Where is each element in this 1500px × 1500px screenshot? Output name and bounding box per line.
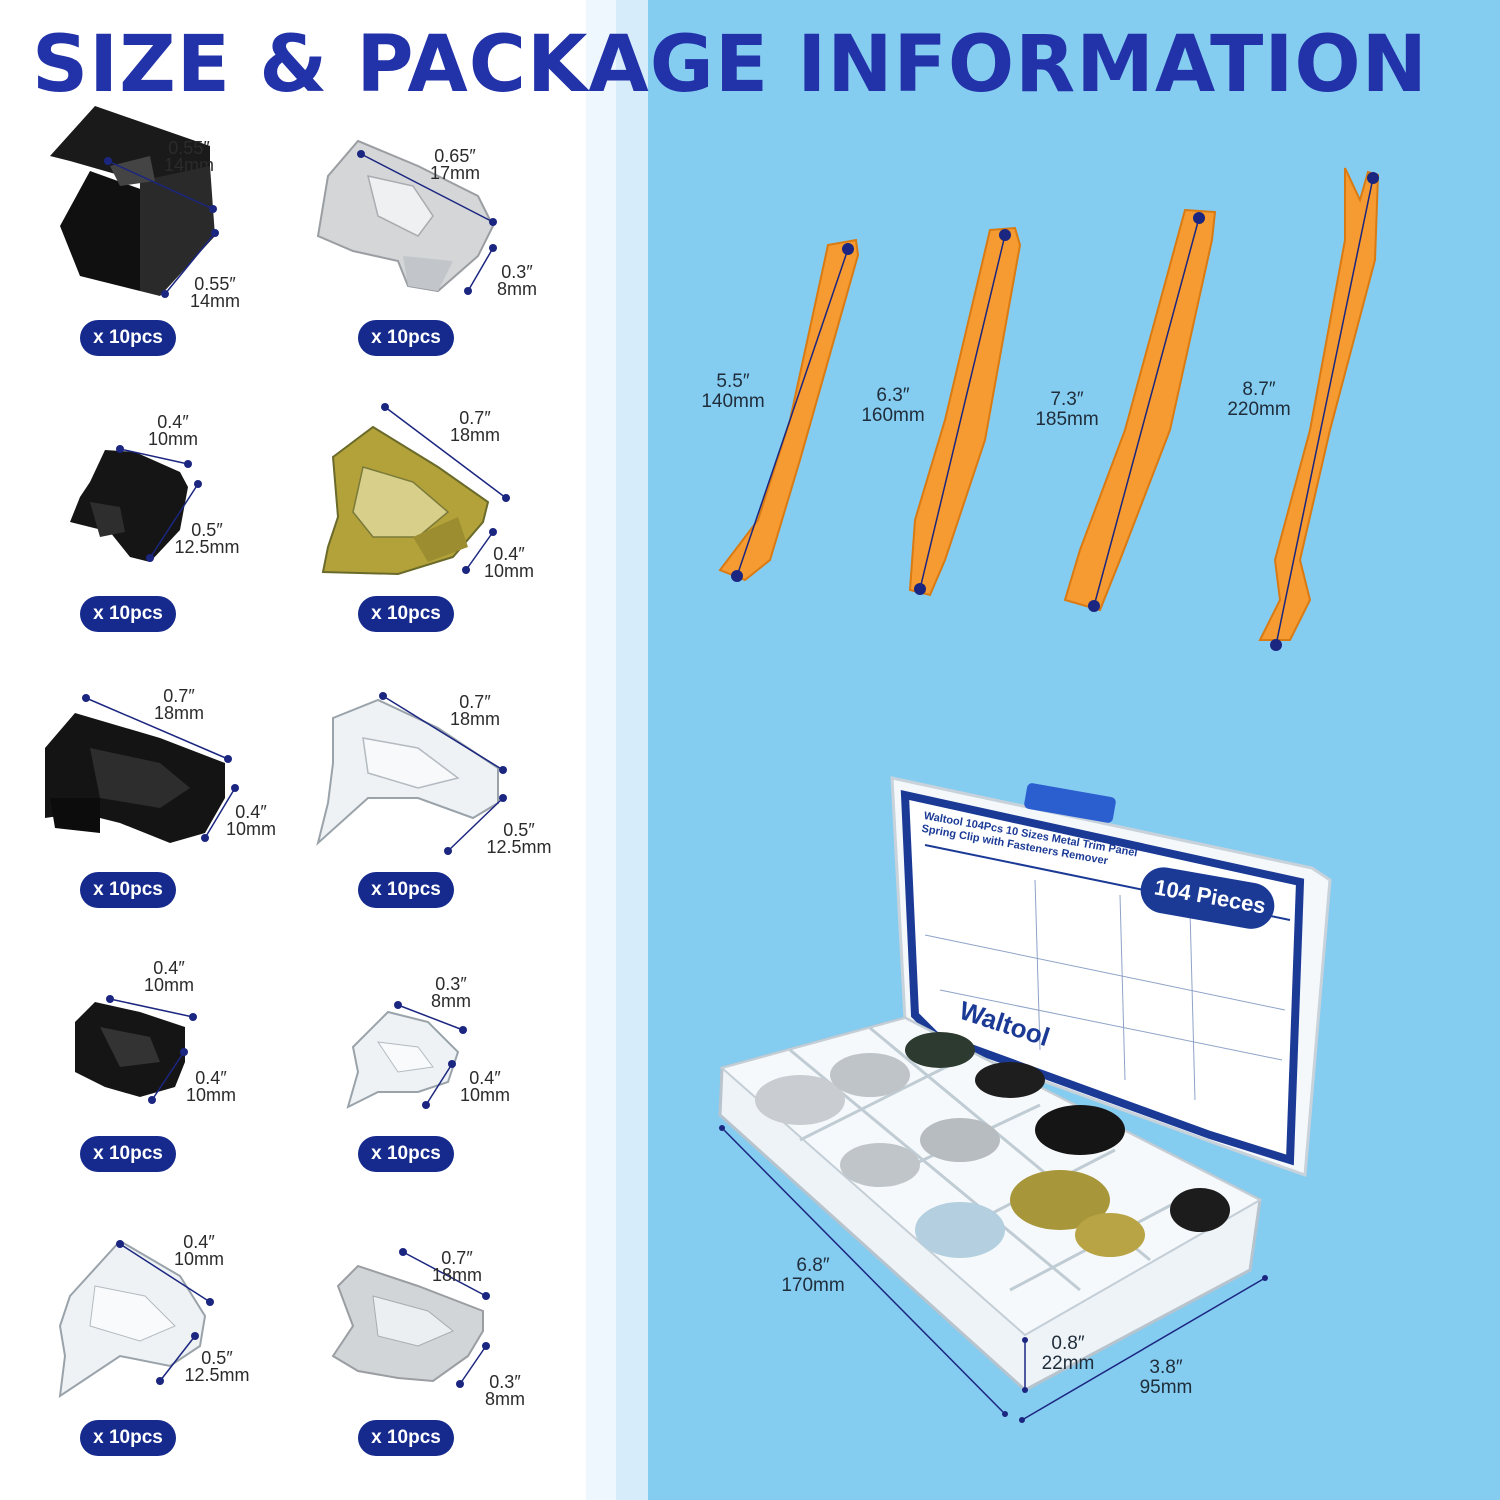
quantity-badge: x 10pcs	[358, 596, 454, 632]
dimension-label-height: 0.4″10mm	[459, 1068, 510, 1105]
tool-length-label: 7.3″185mm	[1035, 389, 1099, 430]
box-length-label: 6.8″170mm	[781, 1255, 845, 1296]
black-spring-clip-image	[45, 694, 239, 843]
dimension-label-width: 0.7″18mm	[449, 692, 500, 729]
clip-item: 0.4″10mm 0.5″12.5mm x 10pcs	[58, 1186, 330, 1456]
black-spring-clip-image	[50, 106, 219, 298]
trim-tool-2	[908, 226, 1022, 597]
dimension-label-height: 0.4″10mm	[225, 802, 276, 839]
dimension-label-height: 0.3″8mm	[485, 1372, 525, 1409]
page-title: SIZE & PACKAGE INFORMATION	[32, 20, 1428, 110]
dimension-label-width: 0.4″10mm	[147, 412, 198, 449]
quantity-badge: x 10pcs	[80, 1420, 176, 1456]
quantity-badge: x 10pcs	[80, 1136, 176, 1172]
box-width-label: 3.8″95mm	[1139, 1357, 1193, 1398]
clip-item: 0.7″18mm 0.4″10mm x 10pcs	[45, 638, 330, 908]
clear-spring-clip-image	[58, 1239, 214, 1399]
dimension-label-width: 0.55″14mm	[163, 138, 214, 175]
clear-spring-clip-image	[316, 692, 507, 855]
dimension-label-height: 0.5″12.5mm	[486, 820, 552, 857]
dimension-label-width: 0.7″18mm	[449, 408, 500, 445]
dimension-label-height: 0.4″10mm	[185, 1068, 236, 1105]
dimension-label-height: 0.5″12.5mm	[184, 1348, 250, 1385]
trim-tool-4	[1258, 167, 1380, 651]
quantity-badge: x 10pcs	[358, 320, 454, 356]
quantity-badge: x 10pcs	[80, 872, 176, 908]
trim-tools-illustration	[718, 167, 1380, 651]
box-height-label: 0.8″22mm	[1041, 1333, 1095, 1374]
tool-length-label: 5.5″140mm	[701, 371, 765, 412]
quantity-badge: x 10pcs	[358, 1420, 454, 1456]
clip-item: 0.55″14mm 0.55″14mm x 10pcs	[50, 86, 330, 356]
dimension-label-width: 0.4″10mm	[173, 1232, 224, 1269]
tool-length-label: 8.7″220mm	[1227, 379, 1291, 420]
dimension-label-height: 0.4″10mm	[483, 544, 534, 581]
trim-tool-3	[1063, 208, 1217, 612]
quantity-badge: x 10pcs	[358, 872, 454, 908]
clear-spring-clip-image	[346, 1001, 467, 1109]
dimension-label-width: 0.4″10mm	[143, 958, 194, 995]
clip-item: 0.7″18mm 0.3″8mm x 10pcs	[331, 1186, 608, 1456]
background-stripe	[616, 0, 648, 1500]
dimension-label-width: 0.65″17mm	[429, 146, 480, 183]
trim-tool-1	[718, 238, 860, 582]
dimension-label-width: 0.7″18mm	[431, 1248, 482, 1285]
black-spring-clip-image	[70, 445, 202, 562]
yellow-zinc-spring-clip-image	[321, 403, 510, 576]
dimension-label-width: 0.3″8mm	[431, 974, 471, 1011]
clip-item: 0.65″17mm 0.3″8mm x 10pcs	[316, 86, 608, 356]
clip-item: 0.7″18mm 0.5″12.5mm x 10pcs	[316, 638, 608, 908]
quantity-badge: x 10pcs	[80, 320, 176, 356]
silver-spring-clip-image	[331, 1248, 490, 1388]
silver-spring-clip-image	[316, 139, 497, 295]
background-stripe	[586, 0, 616, 1500]
dimension-label-height: 0.55″14mm	[189, 274, 240, 311]
dimension-label-height: 0.3″8mm	[497, 262, 537, 299]
dimension-label-height: 0.5″12.5mm	[174, 520, 240, 557]
clip-item: 0.4″10mm 0.5″12.5mm x 10pcs	[70, 362, 330, 632]
dimension-label-width: 0.7″18mm	[153, 686, 204, 723]
clip-item: 0.3″8mm 0.4″10mm x 10pcs	[346, 902, 608, 1172]
tool-length-label: 6.3″160mm	[861, 385, 925, 426]
quantity-badge: x 10pcs	[80, 596, 176, 632]
clip-item: 0.7″18mm 0.4″10mm x 10pcs	[321, 362, 608, 632]
black-spring-clip-image	[75, 995, 197, 1104]
quantity-badge: x 10pcs	[358, 1136, 454, 1172]
clip-item: 0.4″10mm 0.4″10mm x 10pcs	[75, 902, 330, 1172]
